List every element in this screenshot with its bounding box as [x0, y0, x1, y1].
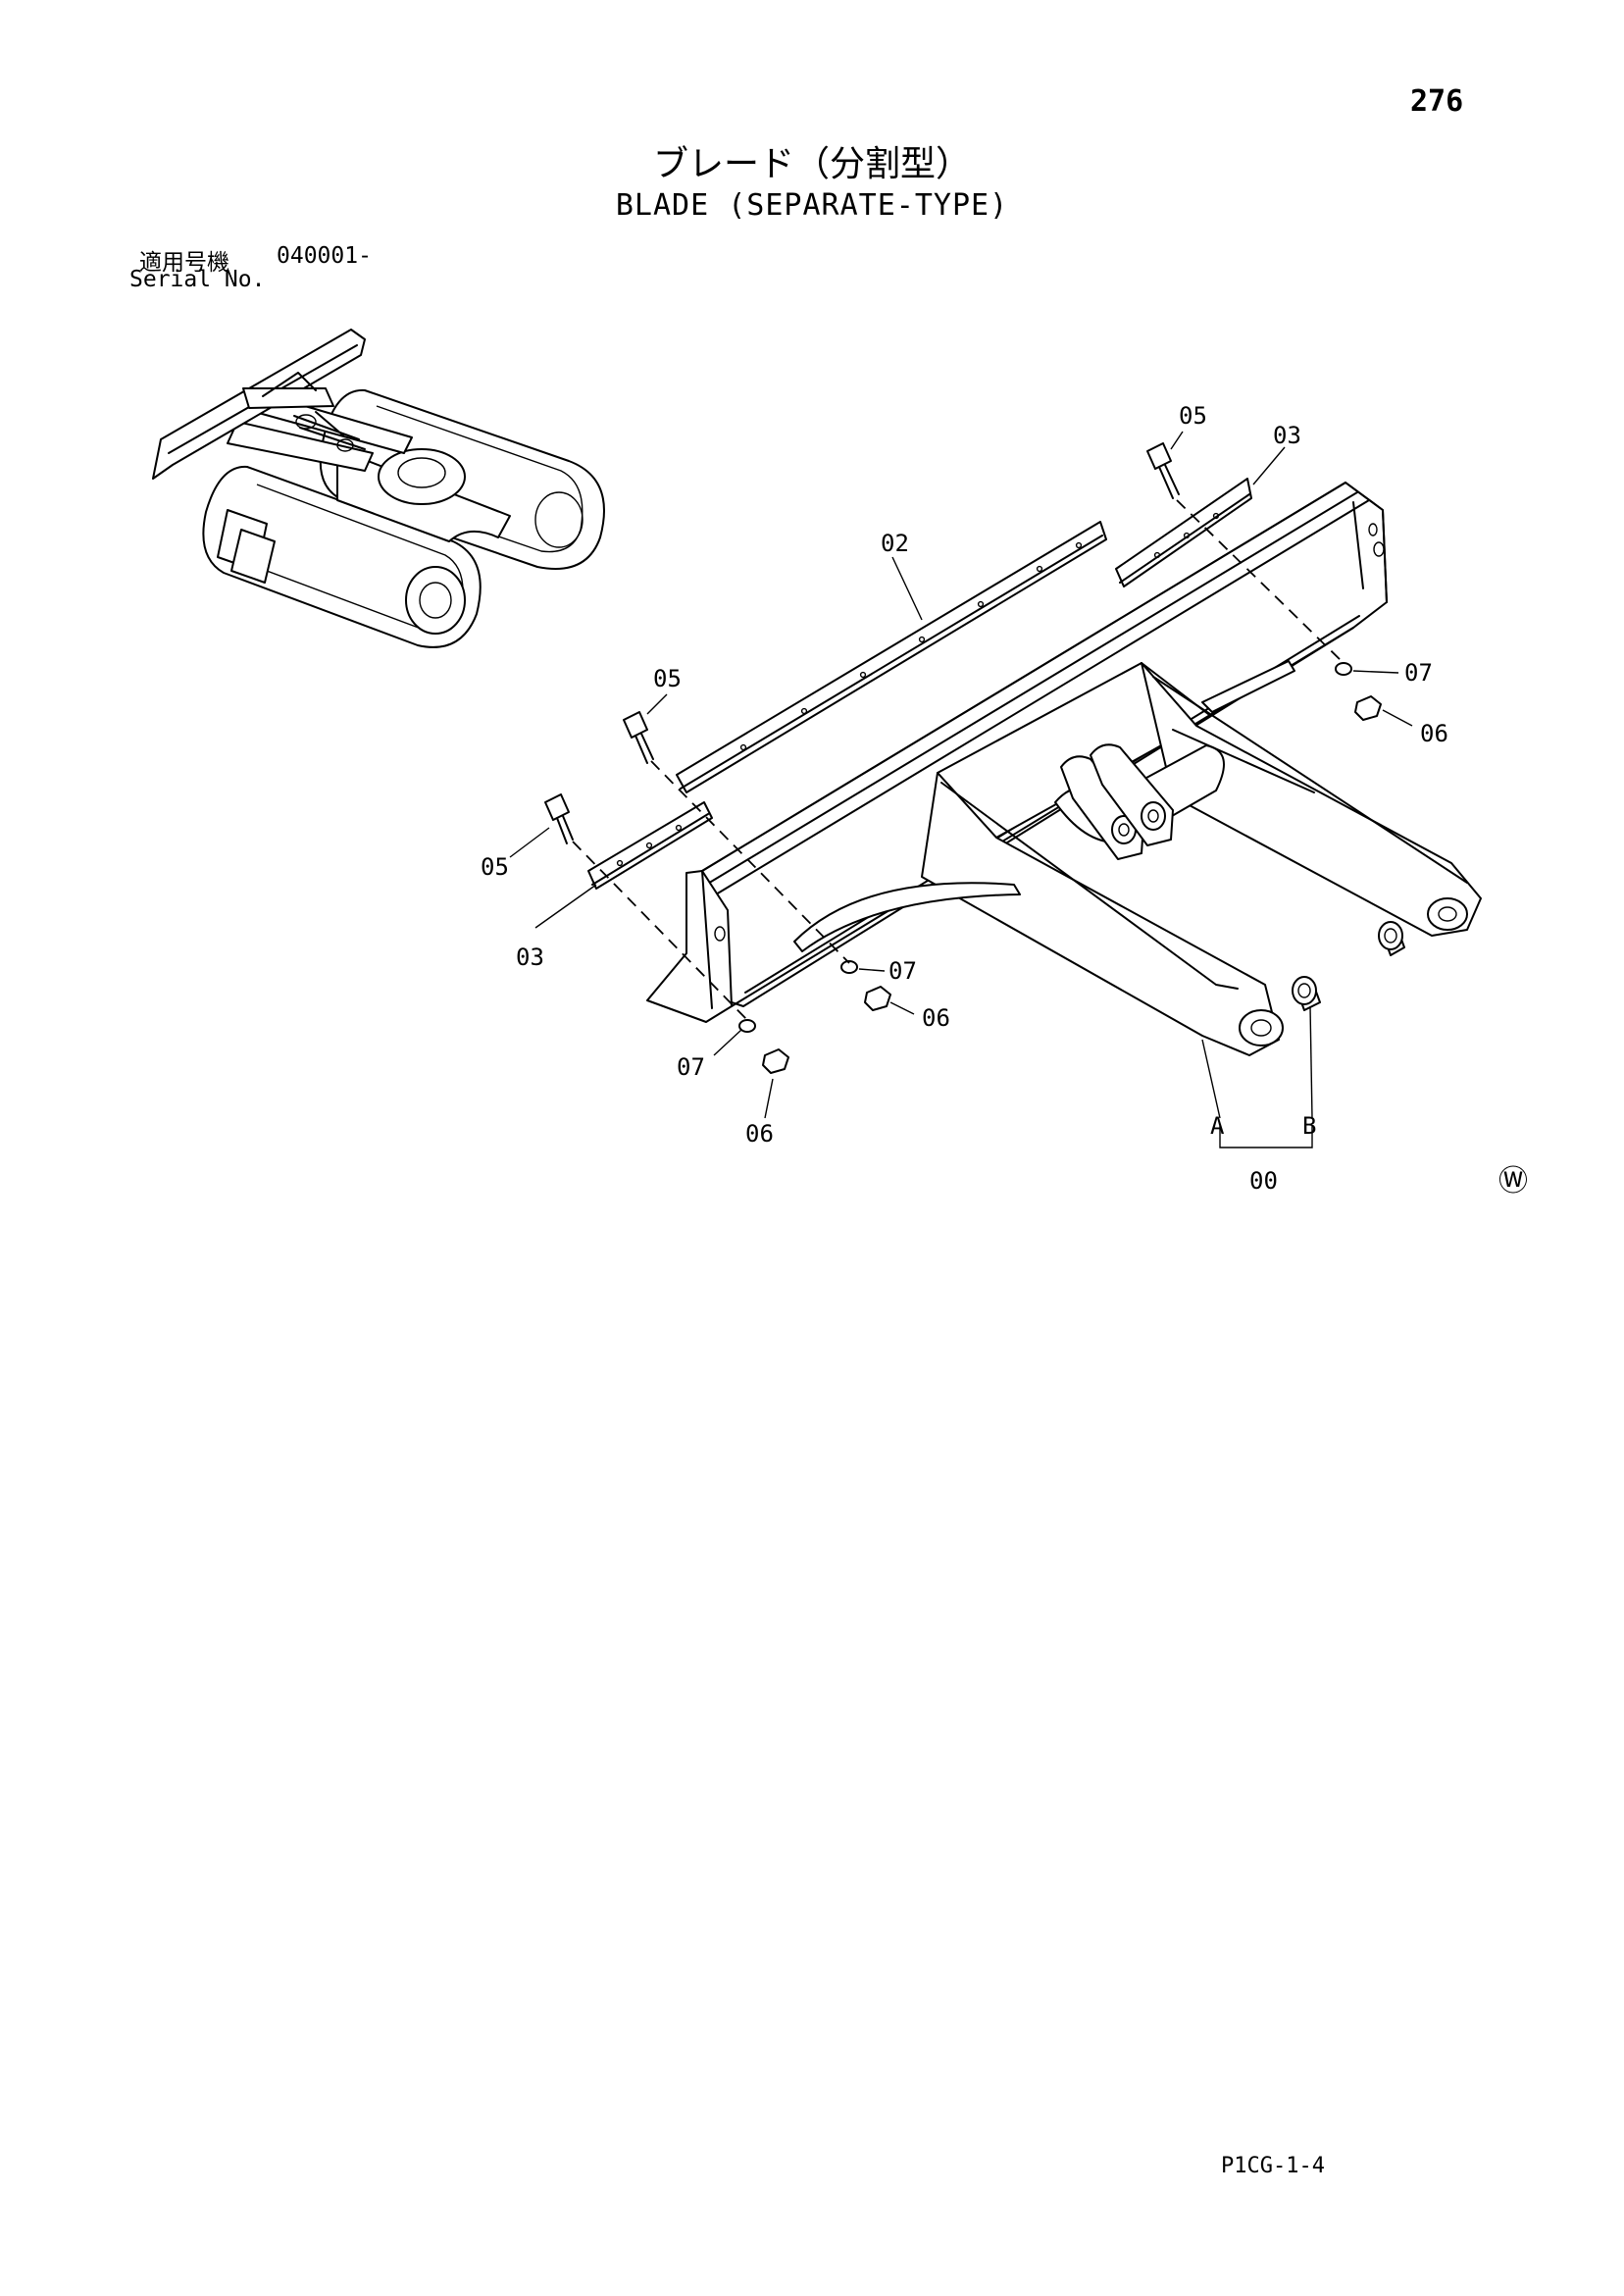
callout-05-top: 05 — [1179, 402, 1207, 430]
callout-07-center: 07 — [888, 957, 917, 985]
serial-number-value: 040001- — [277, 243, 372, 269]
callout-b: B — [1302, 1112, 1316, 1140]
callout-a: A — [1210, 1112, 1225, 1140]
nut-06-center — [864, 986, 891, 1011]
callout-00: 00 — [1249, 1167, 1278, 1195]
serial-label-english: Serial No. — [129, 267, 266, 292]
callout-06-right: 06 — [1420, 720, 1448, 747]
callout-06-bottom: 06 — [745, 1120, 774, 1148]
serial-label-japanese: 適用号機 — [139, 250, 229, 276]
page-title-japanese: ブレード（分割型） — [652, 144, 971, 184]
bolt-05-left — [544, 793, 574, 844]
nut-06-right — [1354, 695, 1382, 721]
callout-07-bottom: 07 — [677, 1053, 705, 1081]
callout-06-center: 06 — [922, 1004, 950, 1032]
watermark-symbol: Ⓦ — [1498, 1164, 1528, 1199]
footer-code: P1CG-1-4 — [1221, 2154, 1325, 2178]
bolt-05-mid — [623, 711, 654, 764]
callout-labels: 05 03 02 07 06 05 05 03 07 06 07 06 A B … — [481, 402, 1448, 1195]
callout-05-left: 05 — [481, 853, 509, 881]
nut-06-bottom — [762, 1048, 789, 1074]
washer-07-bottom — [738, 1019, 756, 1033]
blade-assembly-drawing — [544, 442, 1482, 1074]
callout-03-top: 03 — [1273, 422, 1301, 449]
page-number: 276 — [1410, 84, 1464, 119]
callout-05-mid: 05 — [653, 665, 682, 692]
washer-07-right — [1335, 662, 1352, 676]
bushing-right-arm — [1378, 921, 1405, 956]
page-title-english: BLADE (SEPARATE-TYPE) — [615, 188, 1009, 223]
callout-leaders — [509, 431, 1413, 1148]
bolt-05-top — [1146, 442, 1180, 499]
callout-02: 02 — [881, 530, 909, 557]
callout-07-right: 07 — [1404, 659, 1433, 687]
washer-07-center — [840, 960, 858, 974]
bushing-b — [1292, 976, 1321, 1011]
machine-overview-illustration — [152, 329, 605, 648]
callout-03-left: 03 — [516, 944, 544, 971]
